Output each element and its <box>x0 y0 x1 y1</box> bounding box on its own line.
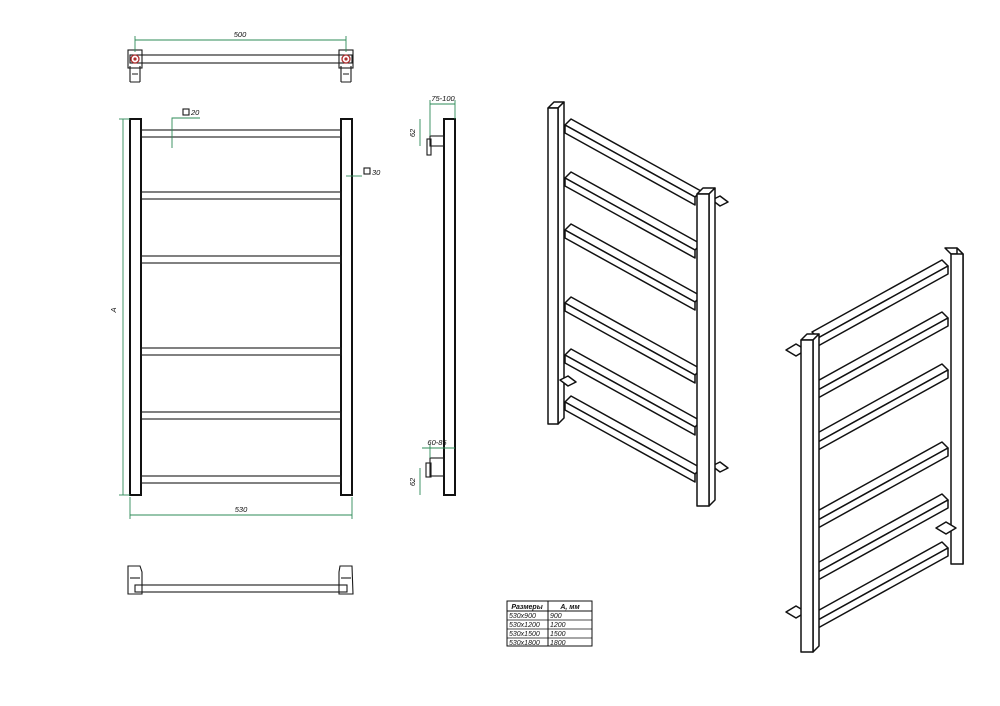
front-view: 20 30 A 530 <box>109 108 381 519</box>
side-top-bracket <box>429 135 445 147</box>
bottom-width-label: 530 <box>235 505 248 514</box>
iso2-rung-top <box>811 541 949 621</box>
right-fitting-icon <box>340 54 352 83</box>
table-cell: 1500 <box>550 631 566 638</box>
front-rung <box>140 347 342 356</box>
isometric-view-front <box>547 101 729 507</box>
iso1-rung-face <box>564 401 696 483</box>
tube-small-label: 20 <box>190 108 200 117</box>
top-view: 500 <box>127 30 354 83</box>
wall-offset-label: 75-100 <box>431 94 455 103</box>
front-rung <box>140 411 342 420</box>
front-rung <box>140 191 342 200</box>
iso1-rung-face <box>564 177 696 259</box>
height-label: A <box>109 307 118 313</box>
size-table: Размеры A, мм 530x900 900 530x1200 1200 … <box>506 600 593 647</box>
table-header-a: A, мм <box>559 604 580 611</box>
table-cell: 530x1500 <box>509 631 540 638</box>
table-cell: 900 <box>550 613 562 620</box>
square-symbol-icon <box>363 167 371 175</box>
iso1-left-post-face <box>547 107 559 425</box>
tube-large-label: 30 <box>372 168 381 177</box>
iso2-right-post-face <box>950 253 964 565</box>
front-rungs <box>140 129 342 484</box>
side-bottom-bracket <box>429 457 445 477</box>
iso1-bracket <box>711 461 729 473</box>
top-view-rail <box>129 54 353 64</box>
iso2-left-post-face <box>800 339 814 653</box>
front-rung <box>140 255 342 264</box>
iso1-bracket <box>711 195 729 207</box>
bottom-view-right-post <box>338 565 354 595</box>
iso1-right-post-side <box>708 187 716 507</box>
table-cell: 530x1200 <box>509 622 540 629</box>
iso2-bracket <box>935 521 957 535</box>
front-rung <box>140 129 342 138</box>
table-cell: 1200 <box>550 622 566 629</box>
iso2-left-post-side <box>812 333 820 653</box>
side-view: 75-100 62 60-85 62 <box>408 94 456 496</box>
side-mid-label: 60-85 <box>427 438 447 447</box>
iso1-left-post-side <box>557 101 565 425</box>
bottom-view-rail <box>134 584 348 593</box>
table-cell: 1800 <box>550 640 566 647</box>
tube-small-leader <box>171 117 200 148</box>
side-bottom-label: 62 <box>408 477 417 486</box>
iso1-rung-top <box>564 395 702 475</box>
iso1-right-post-face <box>696 193 710 507</box>
bottom-view <box>127 565 354 595</box>
iso1-rung-face <box>564 302 696 384</box>
bottom-view-left-post <box>127 565 143 595</box>
iso1-rung-face <box>564 229 696 311</box>
iso1-rung-face <box>564 354 696 436</box>
side-post <box>443 118 456 496</box>
iso1-rung-face <box>564 124 696 206</box>
front-rung <box>140 475 342 484</box>
square-symbol-icon <box>182 108 190 116</box>
left-fitting-icon <box>129 54 141 83</box>
front-right-post <box>340 118 353 496</box>
table-cell: 530x900 <box>509 613 536 620</box>
table-header-size: Размеры <box>511 604 542 611</box>
iso1-bracket <box>559 375 577 387</box>
side-top-label: 62 <box>408 128 417 137</box>
top-width-label: 500 <box>234 30 247 39</box>
isometric-view-rear <box>785 247 964 653</box>
front-left-post <box>129 118 142 496</box>
table-cell: 530x1800 <box>509 640 540 647</box>
